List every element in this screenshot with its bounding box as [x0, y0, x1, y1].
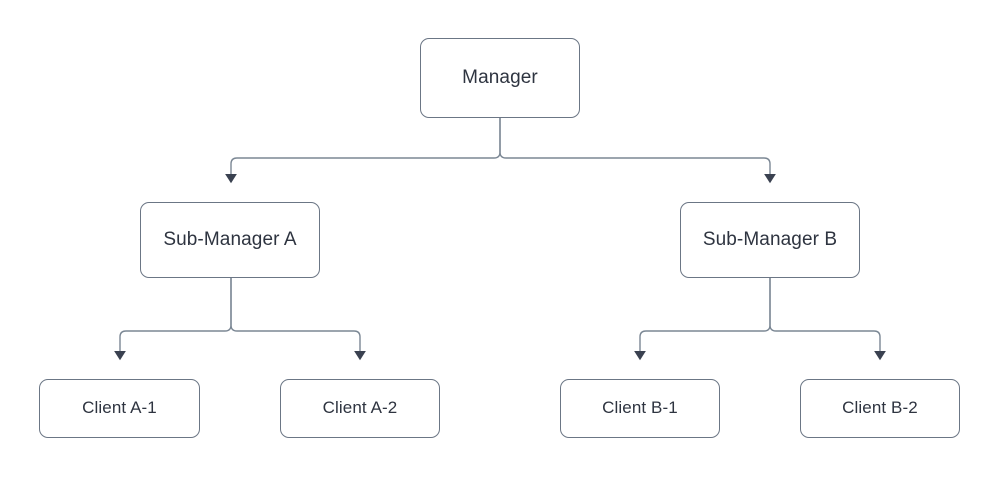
node-sub-manager-b[interactable]: Sub-Manager B — [680, 202, 860, 278]
node-client-b-2-label: Client B-2 — [842, 398, 918, 418]
edge-sub-manager-a-client-a-2 — [230, 278, 366, 361]
node-client-a-1-label: Client A-1 — [82, 398, 157, 418]
node-manager[interactable]: Manager — [420, 38, 580, 118]
node-client-b-2[interactable]: Client B-2 — [800, 379, 960, 438]
edge-manager-sub-manager-b — [499, 118, 776, 184]
edge-sub-manager-b-client-b-2 — [769, 278, 886, 361]
node-manager-label: Manager — [462, 66, 538, 88]
edge-manager-sub-manager-a — [225, 118, 501, 184]
node-client-a-2-label: Client A-2 — [322, 398, 398, 418]
node-sub-manager-a-label: Sub-Manager A — [163, 228, 297, 250]
node-client-a-1[interactable]: Client A-1 — [39, 379, 200, 438]
node-client-b-1[interactable]: Client B-1 — [560, 379, 720, 438]
node-client-a-2[interactable]: Client A-2 — [280, 379, 440, 438]
node-sub-manager-a[interactable]: Sub-Manager A — [140, 202, 320, 278]
node-sub-manager-b-label: Sub-Manager B — [702, 228, 838, 250]
edge-sub-manager-b-client-b-1 — [634, 278, 771, 361]
node-client-b-1-label: Client B-1 — [602, 398, 678, 418]
edge-sub-manager-a-client-a-1 — [114, 278, 232, 361]
